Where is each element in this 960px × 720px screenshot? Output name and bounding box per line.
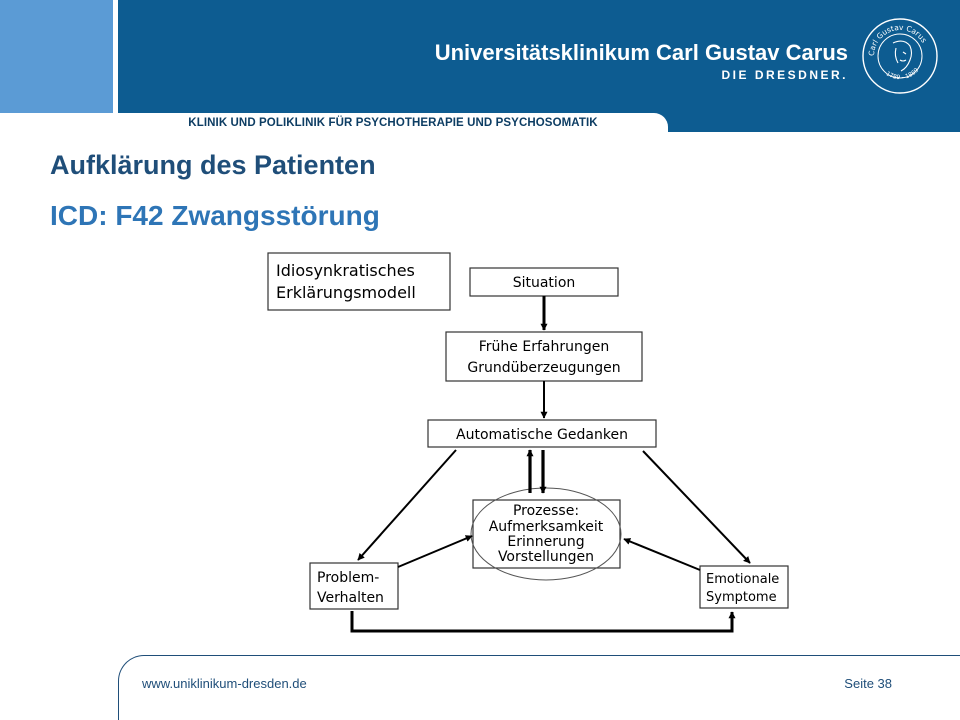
- situation-box: [469, 267, 619, 297]
- automatic-thoughts-box: [427, 419, 657, 448]
- arrow-behavior-to-processes: [397, 535, 473, 568]
- brand-name: Universitätsklinikum Carl Gustav Carus: [434, 40, 848, 65]
- page-title: Aufklärung des Patienten: [50, 150, 376, 180]
- early-experiences-line-2: Grundüberzeugungen: [467, 360, 620, 376]
- problem-behavior-line-2: Verhalten: [317, 590, 384, 606]
- page-subtitle: ICD: F42 Zwangsstörung: [50, 200, 380, 231]
- carus-seal-logo: Carl Gustav Carus 1789 - 1869: [862, 18, 938, 94]
- header-bar: [118, 0, 960, 132]
- brand-tagline: DIE DRESDNER.: [721, 68, 848, 82]
- clinic-tab: [118, 113, 668, 132]
- situation-label: Situation: [513, 275, 576, 291]
- processes-line-1: Prozesse:: [513, 503, 579, 519]
- processes-line-3: Erinnerung: [507, 534, 584, 550]
- processes-line-2: Aufmerksamkeit: [489, 519, 604, 535]
- arrow-symptoms-to-processes: [623, 538, 701, 571]
- header-accent-block: [0, 0, 113, 113]
- problem-behavior-line-1: Problem-: [317, 570, 379, 586]
- model-label-box: [267, 252, 451, 311]
- arrow-thoughts-to-behavior: [357, 449, 457, 561]
- arrow-behavior-to-symptoms-loop: [350, 611, 736, 633]
- model-label-line-1: Idiosynkratisches: [276, 261, 415, 280]
- footer-divider: [118, 655, 960, 720]
- cognitive-model-diagram: Idiosynkratisches Erklärungsmodell Situa…: [267, 252, 789, 633]
- problem-behavior-box: [309, 562, 399, 610]
- emotional-symptoms-box: [699, 565, 789, 609]
- footer-website-link[interactable]: www.uniklinikum-dresden.de: [142, 676, 307, 691]
- emotional-symptoms-line-2: Symptome: [706, 590, 777, 605]
- processes-line-4: Vorstellungen: [498, 549, 594, 565]
- model-label-line-2: Erklärungsmodell: [276, 283, 416, 302]
- page-number: Seite 38: [844, 676, 892, 691]
- emotional-symptoms-line-1: Emotionale: [706, 572, 779, 587]
- arrow-thoughts-to-symptoms: [642, 450, 751, 564]
- early-experiences-box: [445, 331, 643, 382]
- svg-text:1789 - 1869: 1789 - 1869: [885, 67, 921, 82]
- clinic-name: KLINIK UND POLIKLINIK FÜR PSYCHOTHERAPIE…: [188, 117, 598, 129]
- processes-box: [472, 499, 621, 569]
- automatic-thoughts-label: Automatische Gedanken: [456, 427, 628, 443]
- early-experiences-line-1: Frühe Erfahrungen: [479, 339, 609, 355]
